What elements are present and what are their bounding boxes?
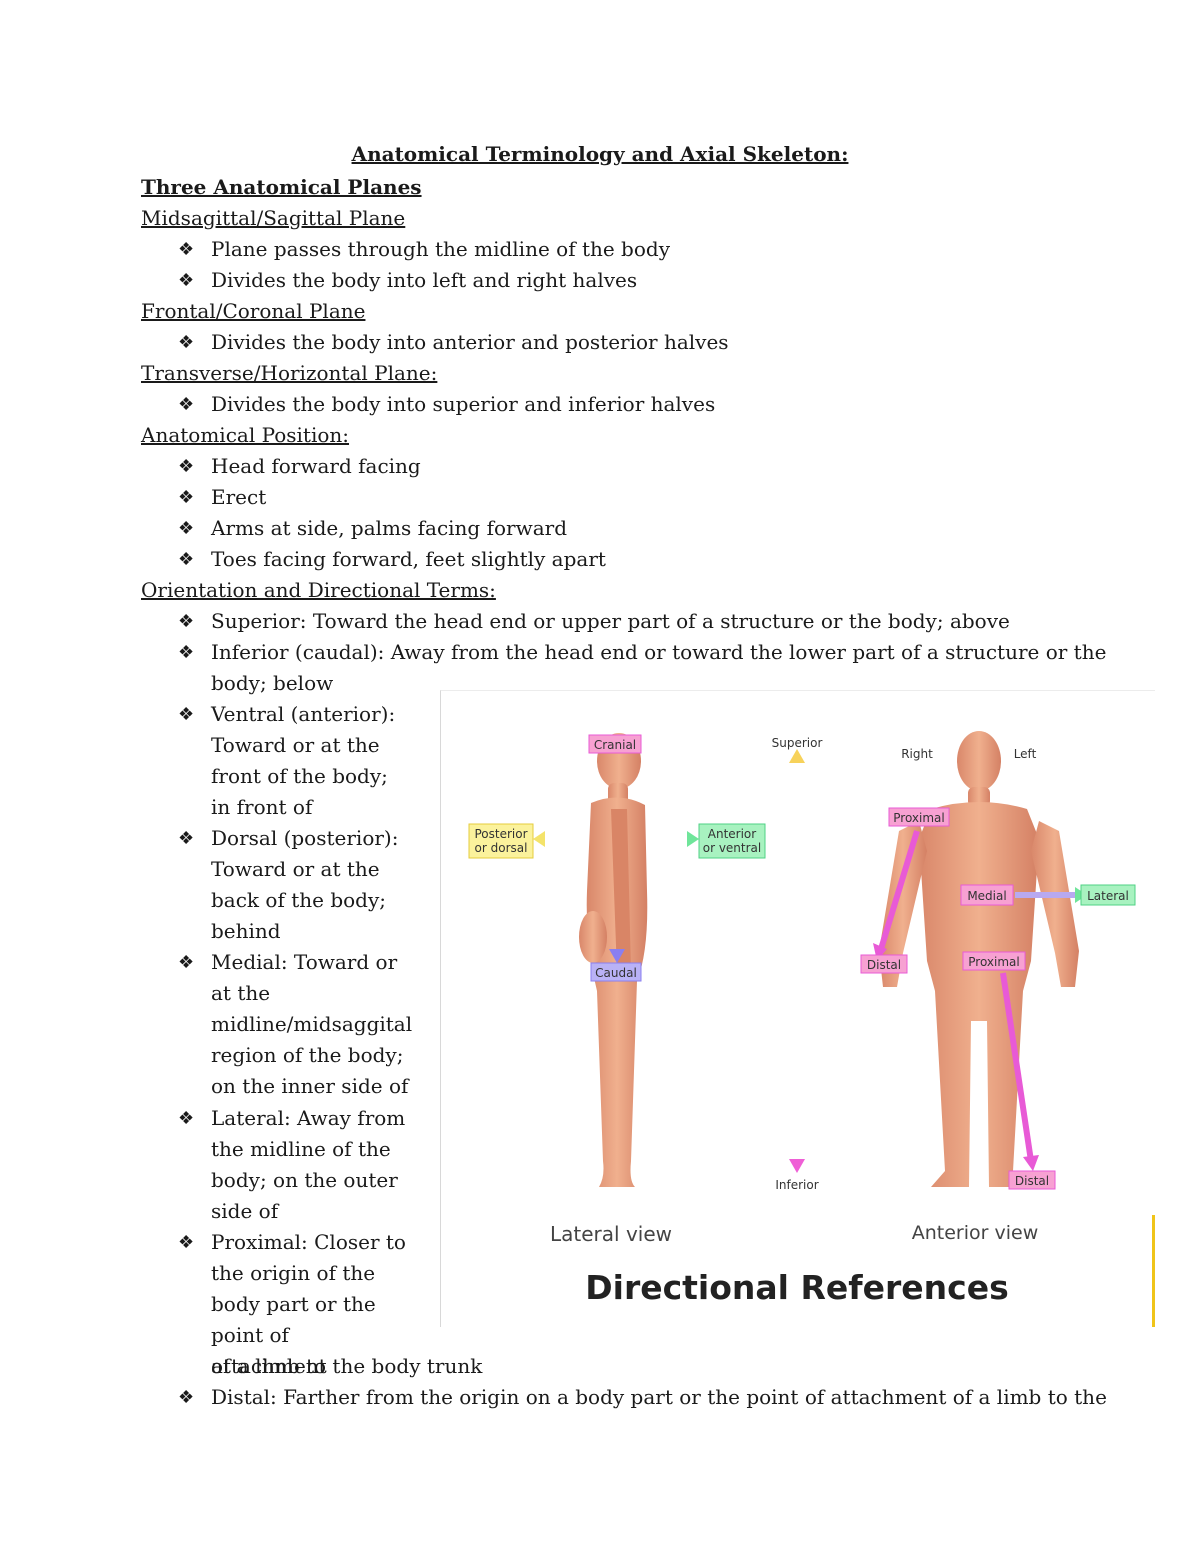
bullet-diamond-icon: ❖: [178, 642, 195, 663]
document-title: Anatomical Terminology and Axial Skeleto…: [351, 142, 849, 166]
bullet-diamond-icon: ❖: [178, 704, 195, 725]
bullet-diamond-icon: ❖: [178, 487, 195, 508]
bullet-diamond-icon: ❖: [178, 239, 195, 260]
list-item-text: Divides the body into left and right hal…: [211, 268, 638, 292]
heading-midsagittal: Midsagittal/Sagittal Plane: [141, 206, 406, 230]
list-item-text: body; below: [211, 671, 334, 695]
label-medial: Medial: [967, 889, 1006, 903]
list-item-text: Head forward facing: [211, 454, 421, 478]
list-item-text: Inferior (caudal): Away from the head en…: [211, 640, 1107, 664]
bullet-diamond-icon: ❖: [178, 952, 195, 973]
list-item-text: Distal: Farther from the origin on a bod…: [211, 1385, 1107, 1409]
list-item-text: Proximal: Closer to the origin of the bo…: [211, 1230, 406, 1378]
list-item-text: Superior: Toward the head end or upper p…: [211, 609, 1010, 633]
heading-transverse: Transverse/Horizontal Plane:: [141, 361, 438, 385]
anatomy-diagram: Cranial Caudal Posterior or dorsal Anter…: [468, 731, 1136, 1307]
bullet-diamond-icon: ❖: [178, 332, 195, 353]
label-proximal-arm: Proximal: [893, 811, 944, 825]
figure-title: Directional References: [585, 1268, 1009, 1307]
list-item-text: Medial: Toward or at the midline/midsagg…: [211, 950, 413, 1098]
label-caudal: Caudal: [595, 966, 637, 980]
label-lateral: Lateral: [1087, 889, 1129, 903]
label-superior: Superior: [772, 736, 823, 750]
figure-accent-bar: [1152, 1215, 1155, 1327]
list-item-text: Plane passes through the midline of the …: [211, 237, 671, 261]
label-posterior: Posterior: [474, 827, 527, 841]
section-heading-planes: Three Anatomical Planes: [141, 175, 422, 199]
list-item-text: Ventral (anterior): Toward or at the fro…: [211, 702, 396, 819]
bullet-diamond-icon: ❖: [178, 549, 195, 570]
bullet-diamond-icon: ❖: [178, 1232, 195, 1253]
label-distal-leg: Distal: [1015, 1174, 1049, 1188]
list-item-text: Divides the body into superior and infer…: [211, 392, 716, 416]
label-or-ventral: or ventral: [703, 841, 762, 855]
list-item-text: of a limb to the body trunk: [211, 1354, 483, 1378]
list-item-text: Arms at side, palms facing forward: [211, 516, 568, 540]
list-item-text: Lateral: Away from the midline of the bo…: [211, 1106, 406, 1223]
label-proximal-leg: Proximal: [968, 955, 1019, 969]
bullet-diamond-icon: ❖: [178, 1108, 195, 1129]
label-inferior: Inferior: [775, 1178, 818, 1192]
label-right: Right: [901, 747, 933, 761]
label-left: Left: [1014, 747, 1037, 761]
label-anterior: Anterior: [708, 827, 757, 841]
label-cranial: Cranial: [594, 738, 636, 752]
bullet-diamond-icon: ❖: [178, 394, 195, 415]
bullet-diamond-icon: ❖: [178, 518, 195, 539]
bullet-diamond-icon: ❖: [178, 1387, 195, 1408]
bullet-diamond-icon: ❖: [178, 456, 195, 477]
leg-proximal-distal-arrow: [1000, 972, 1034, 1162]
list-item-text: Erect: [211, 485, 267, 509]
lateral-body-figure: [579, 733, 648, 1187]
bullet-diamond-icon: ❖: [178, 270, 195, 291]
heading-orientation: Orientation and Directional Terms:: [141, 578, 496, 602]
anterior-view-caption: Anterior view: [912, 1222, 1039, 1244]
directional-references-figure: Cranial Caudal Posterior or dorsal Anter…: [440, 690, 1155, 1327]
lateral-view-caption: Lateral view: [550, 1222, 672, 1246]
list-item-text: Divides the body into anterior and poste…: [211, 330, 729, 354]
list-item-text: Dorsal (posterior): Toward or at the bac…: [211, 826, 399, 943]
bullet-diamond-icon: ❖: [178, 828, 195, 849]
arm-proximal-distal-arrow: [878, 830, 920, 950]
bullet-diamond-icon: ❖: [178, 611, 195, 632]
label-distal-arm: Distal: [867, 958, 901, 972]
label-or-dorsal: or dorsal: [475, 841, 528, 855]
heading-anatomical-position: Anatomical Position:: [141, 423, 350, 447]
heading-frontal: Frontal/Coronal Plane: [141, 299, 366, 323]
list-item-text: Toes facing forward, feet slightly apart: [211, 547, 606, 571]
